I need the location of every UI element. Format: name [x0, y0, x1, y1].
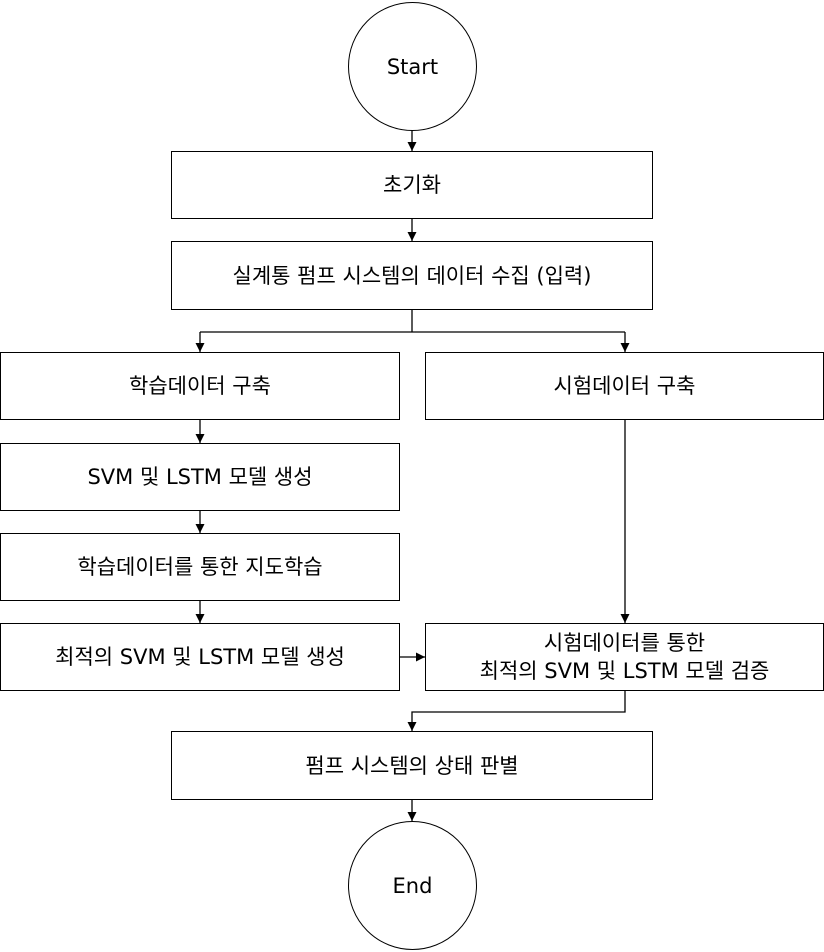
verify-label-line1: 시험데이터를 통한 — [543, 631, 706, 655]
test-build-label: 시험데이터 구축 — [553, 374, 696, 398]
start-label: Start — [386, 54, 439, 79]
optimal-create-step: 최적의 SVM 및 LSTM 모델 생성 — [0, 623, 400, 691]
judge-step: 펌프 시스템의 상태 판별 — [171, 731, 653, 800]
model-create-label: SVM 및 LSTM 모델 생성 — [87, 465, 313, 489]
end-label: End — [392, 873, 433, 898]
test-build-step: 시험데이터 구축 — [425, 352, 824, 420]
verify-label-line2: 최적의 SVM 및 LSTM 모델 검증 — [479, 659, 770, 683]
optimal-create-label: 최적의 SVM 및 LSTM 모델 생성 — [55, 645, 345, 669]
collect-step: 실계통 펌프 시스템의 데이터 수집 (입력) — [171, 241, 653, 310]
train-build-label: 학습데이터 구축 — [129, 374, 271, 398]
init-step: 초기화 — [171, 151, 653, 219]
judge-label: 펌프 시스템의 상태 판별 — [305, 753, 519, 778]
train-build-step: 학습데이터 구축 — [0, 352, 400, 420]
end-node: End — [348, 821, 477, 950]
init-label: 초기화 — [383, 173, 441, 197]
supervised-label: 학습데이터를 통한 지도학습 — [77, 555, 323, 579]
verify-step: 시험데이터를 통한 최적의 SVM 및 LSTM 모델 검증 — [425, 623, 824, 691]
arrow-verify-to-judge — [407, 691, 626, 731]
start-node: Start — [348, 2, 477, 131]
supervised-step: 학습데이터를 통한 지도학습 — [0, 533, 400, 601]
model-create-step: SVM 및 LSTM 모델 생성 — [0, 443, 400, 511]
collect-label: 실계통 펌프 시스템의 데이터 수집 (입력) — [232, 263, 592, 288]
